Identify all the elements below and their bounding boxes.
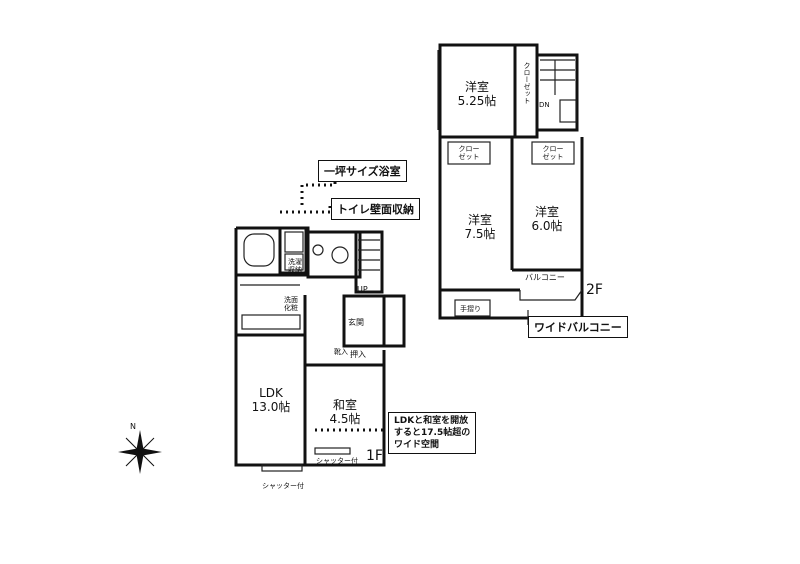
first-floor-walls: [234, 226, 406, 472]
toilet-leader: [280, 205, 332, 214]
room-youshitsu-a: 洋室 5.25帖: [457, 80, 497, 108]
laundry-label: 洗濯: [288, 258, 302, 266]
dn-label: DN: [539, 101, 550, 109]
bath-leader: [300, 178, 337, 205]
callout-toilet: トイレ壁面収納: [331, 198, 420, 220]
room-washitsu: 和室 4.5帖: [329, 398, 361, 426]
callout-wide-space: LDKと和室を開放 すると17.5帖超の ワイド空間: [388, 412, 477, 454]
second-floor-walls: [438, 43, 584, 320]
room-youshitsu-c: 洋室 6.0帖: [531, 205, 563, 233]
shutter-label-1: シャッター付: [262, 482, 304, 490]
closet-b-label: クロー ゼット: [458, 145, 480, 161]
washroom-label: 洗面: [284, 296, 298, 304]
kutsu-label: 靴入: [334, 348, 348, 356]
oshiire-label: 押入: [350, 350, 366, 359]
genkan-label: 玄関: [348, 318, 364, 327]
up-label: UP: [357, 285, 368, 294]
shutter-label-2: シャッター付: [316, 457, 358, 465]
compass-label: N: [130, 422, 136, 431]
floor-label-2f: 2F: [586, 282, 603, 298]
storage-label: 収納: [288, 266, 302, 274]
balcony-label: バルコニー: [525, 273, 565, 282]
callout-wide-balcony: ワイドバルコニー: [528, 316, 628, 338]
vanity-label: 化粧: [284, 304, 298, 312]
closet-c-label: クロー ゼット: [542, 145, 564, 161]
tesuri-label: 手摺り: [460, 305, 481, 313]
compass-icon: [118, 430, 162, 474]
room-ldk: LDK 13.0帖: [251, 386, 291, 414]
closet-a-label: クローゼット: [523, 62, 531, 104]
floor-label-1f: 1F: [366, 448, 383, 464]
room-youshitsu-b: 洋室 7.5帖: [464, 213, 496, 241]
callout-bath: 一坪サイズ浴室: [318, 160, 407, 182]
